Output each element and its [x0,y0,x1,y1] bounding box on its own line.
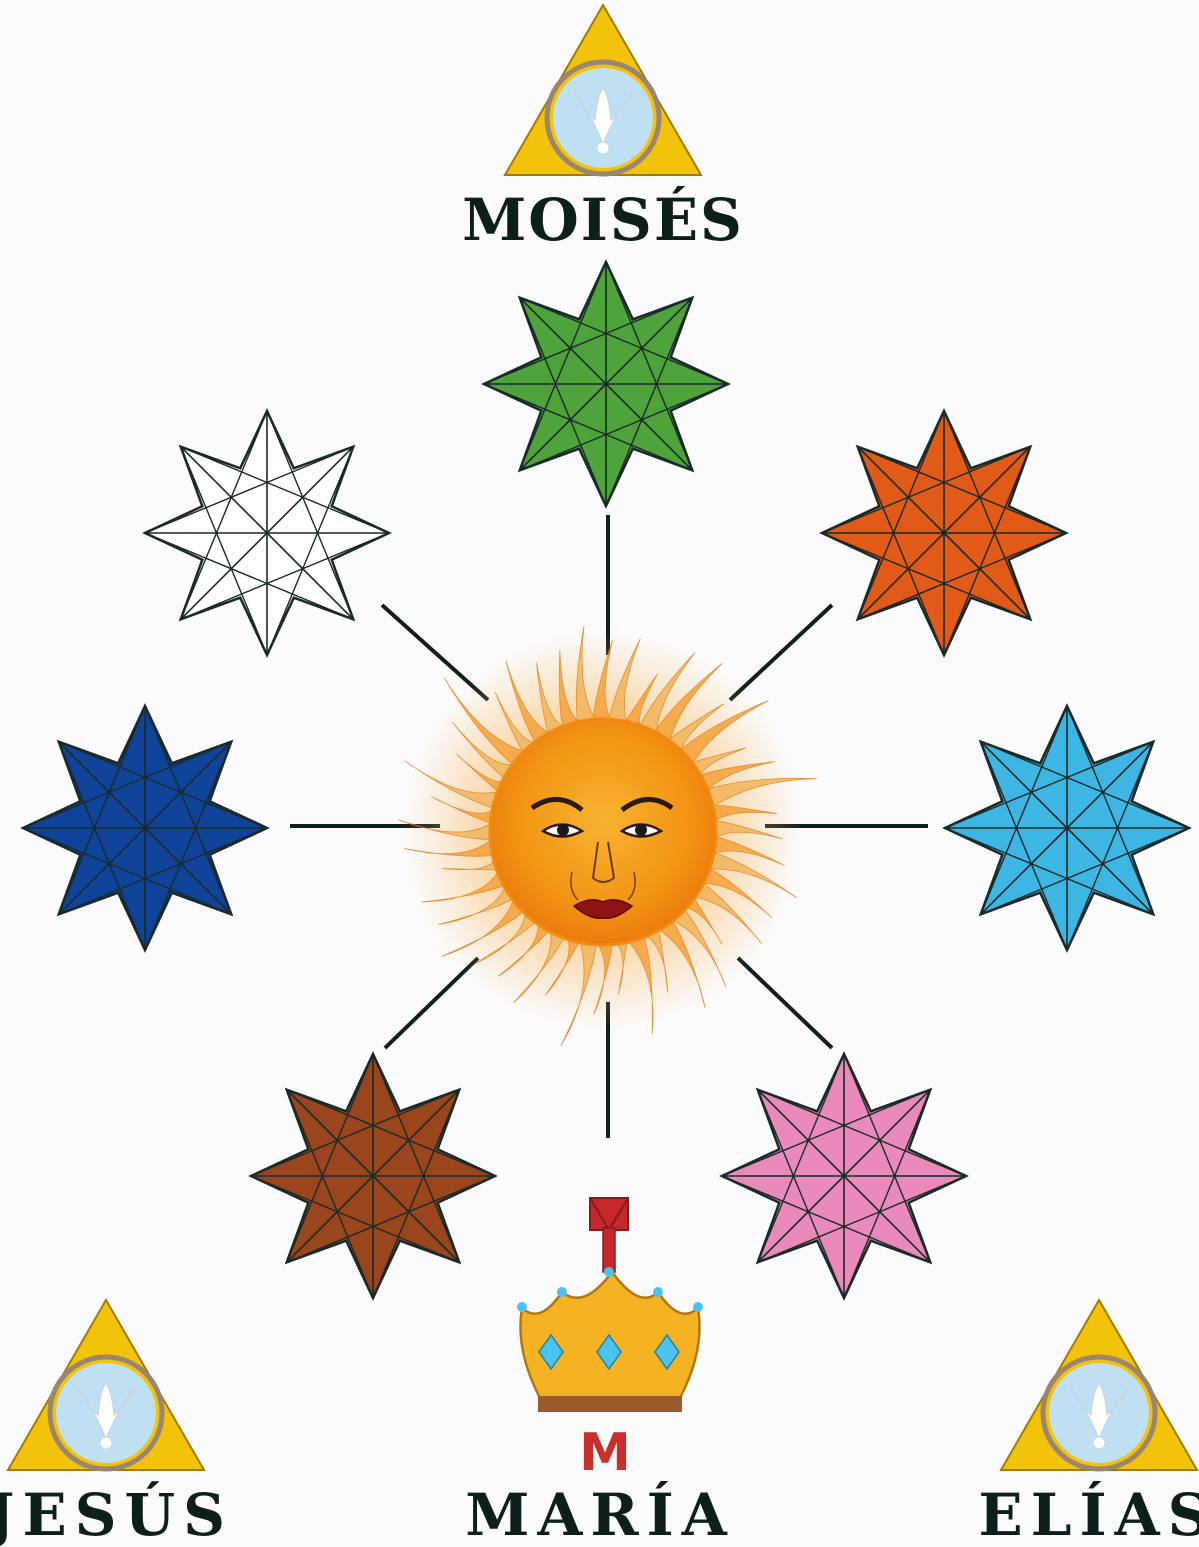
star-light-blue [945,706,1189,950]
crown-pearl [557,1287,567,1297]
label-elias: ELÍAS [978,1481,1199,1547]
emblem-top [505,5,701,175]
dove-head [1093,1437,1105,1449]
dove-head [597,142,609,154]
star-brown [251,1054,495,1298]
right-pupil [635,824,647,836]
crown-pearl [693,1302,703,1312]
label-jesus: JESÚS [0,1481,233,1547]
sun-face [398,626,817,1046]
maria-monogram: M [579,1423,631,1483]
left-pupil [557,824,569,836]
star-white [145,411,389,655]
spoke-line [738,958,832,1048]
crown-pearl [604,1267,614,1277]
star-orange [822,411,1066,655]
label-moises: MOISÉS [462,186,744,254]
crown-pearl [653,1287,663,1297]
crown-body [520,1272,699,1398]
crown-cross-stem [603,1228,615,1272]
spoke-line [730,605,832,700]
star-dark-blue [23,706,267,950]
dove-head [100,1437,112,1449]
crown-icon [517,1198,703,1412]
star-pink [722,1054,966,1298]
label-maria: MARÍA [465,1481,735,1547]
crown-band [538,1396,682,1412]
star-green [484,262,728,506]
crown-cross-arm [590,1198,628,1230]
emblem-right [1001,1300,1197,1470]
crown-pearl [517,1302,527,1312]
emblem-left [8,1300,204,1470]
